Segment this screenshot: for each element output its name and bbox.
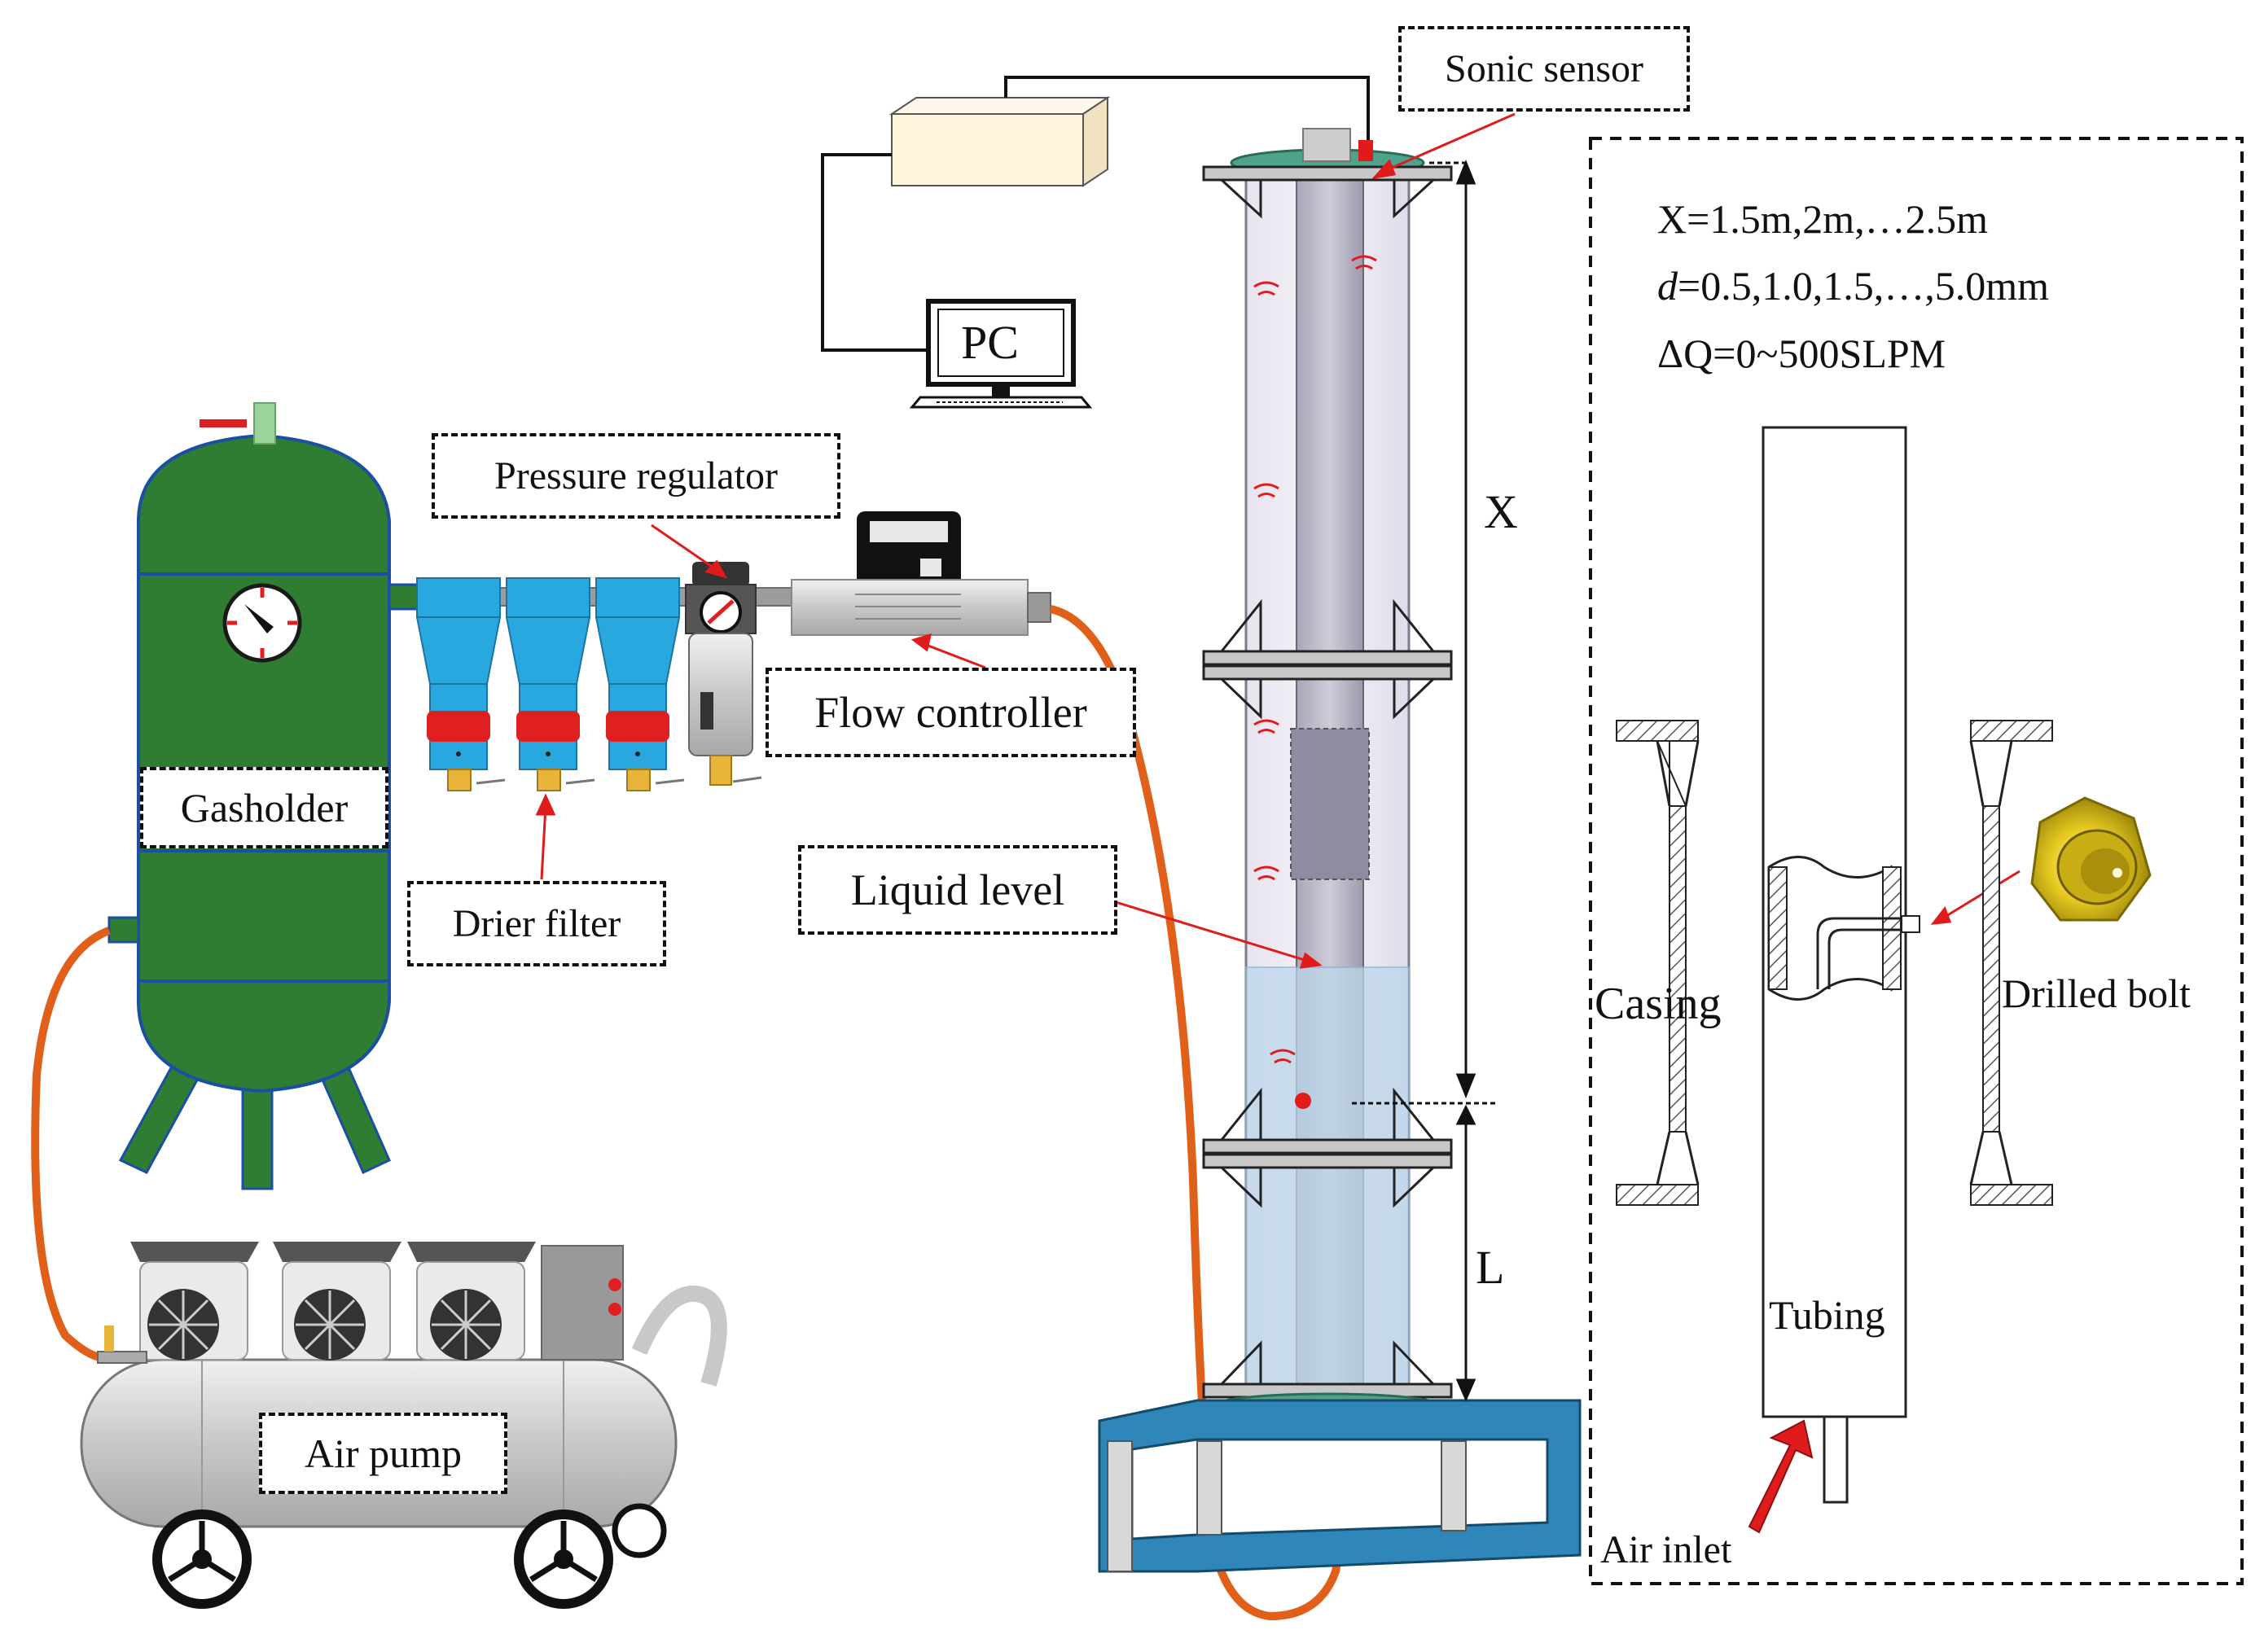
drilled-bolt-icon [2030, 796, 2152, 922]
drier-filter-2 [505, 577, 595, 791]
label-casing: Casing [1595, 979, 1722, 1029]
liquid-region [1245, 966, 1410, 1397]
pump-head-1 [130, 1242, 259, 1361]
param-d-symbol: d [1657, 263, 1678, 309]
hose-gasholder-pump [31, 927, 111, 1362]
param-d-range: =0.5,1.0,1.5,…,5.0mm [1678, 263, 2049, 309]
label-air-pump: Air pump [259, 1413, 507, 1494]
label-air-inlet: Air inlet [1600, 1528, 1732, 1571]
pointer-lines [535, 112, 2020, 969]
label-drilled-bolt: Drilled bolt [2002, 971, 2191, 1016]
test-column [1098, 128, 1582, 1573]
casing-left [1616, 720, 1700, 1206]
label-dimension-x: X [1484, 485, 1518, 538]
pressure-gauge-icon [222, 583, 302, 663]
pump-head-3 [407, 1242, 536, 1361]
drier-filter-1 [415, 577, 506, 791]
sonic-wave-icons [1253, 255, 1377, 1064]
label-dimension-l: L [1476, 1241, 1505, 1294]
air-pump [80, 1242, 727, 1609]
label-pc: PC [961, 316, 1019, 369]
param-q-range: ΔQ=0~500SLPM [1657, 331, 1946, 376]
casing-right [1969, 720, 2053, 1206]
gasholder-tank [107, 402, 420, 1190]
param-d-range-row: d=0.5,1.0,1.5,…,5.0mm [1657, 262, 2049, 309]
param-x-range: X=1.5m,2m,…2.5m [1657, 196, 1988, 242]
pump-wheels [152, 1503, 667, 1609]
filter-line [415, 511, 1051, 791]
pump-head-2 [273, 1242, 401, 1361]
flange-mid-1 [1202, 598, 1453, 720]
label-pressure-regulator: Pressure regulator [432, 433, 840, 519]
air-inlet-arrow-icon [1748, 1419, 1814, 1534]
base-frame [1098, 1399, 1582, 1573]
label-gasholder: Gasholder [140, 767, 388, 848]
detail-panel [1589, 137, 2244, 1585]
pc-monitor-icon [909, 299, 1093, 409]
drier-filter-3 [595, 577, 685, 791]
dimension-lines [1352, 159, 1498, 1402]
bubble-point [1295, 1093, 1311, 1109]
flow-controller-device [791, 511, 1051, 636]
label-drier-filter: Drier filter [407, 881, 666, 966]
data-acquisition [821, 76, 1370, 409]
flange-mid-2 [1202, 1087, 1453, 1208]
pressure-regulator-device [685, 562, 762, 786]
label-flow-controller: Flow controller [766, 668, 1136, 757]
label-tubing: Tubing [1769, 1292, 1885, 1338]
label-liquid-level: Liquid level [798, 845, 1117, 935]
label-sonic-sensor: Sonic sensor [1398, 26, 1690, 112]
